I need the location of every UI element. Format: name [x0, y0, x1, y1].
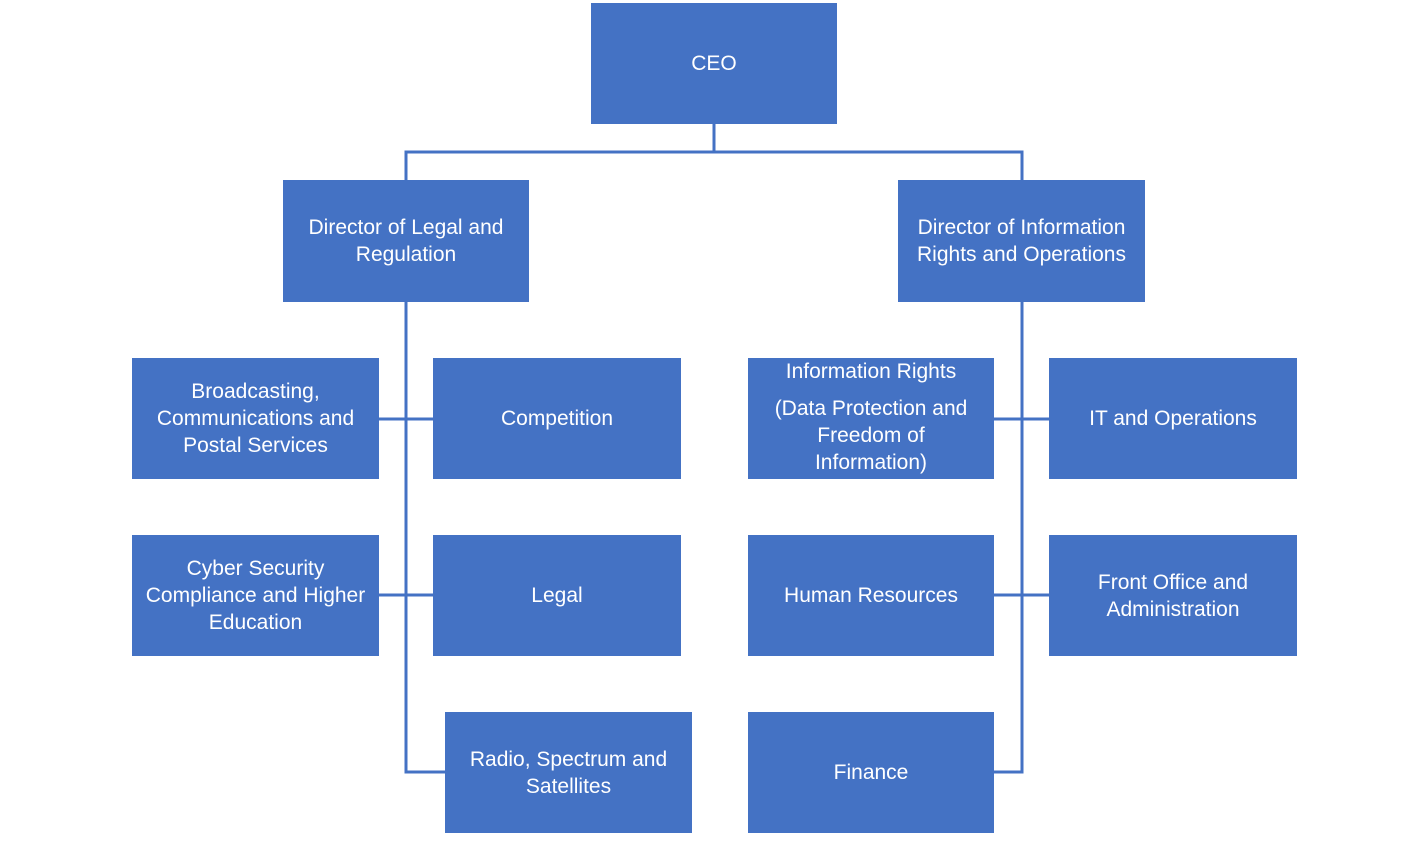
director-info-label: Director of Information Rights and Opera…	[917, 216, 1126, 266]
competition-box: Competition	[433, 358, 681, 479]
ceo-label: CEO	[691, 52, 737, 75]
human-resources-label: Human Resources	[784, 584, 958, 607]
it-operations-label: IT and Operations	[1089, 407, 1257, 430]
information-rights-box: Information Rights (Data Protection and …	[748, 358, 994, 479]
radio-spectrum-label: Radio, Spectrum and Satellites	[469, 747, 668, 798]
legal-box: Legal	[433, 535, 681, 656]
information-rights-title: Information Rights	[785, 360, 957, 383]
director-info-box: Director of Information Rights and Opera…	[898, 180, 1145, 302]
finance-label: Finance	[833, 761, 909, 784]
legal-label: Legal	[531, 584, 583, 607]
finance-box: Finance	[748, 712, 994, 833]
broadcasting-label: Broadcasting, Communications and Postal …	[156, 380, 355, 457]
broadcasting-box: Broadcasting, Communications and Postal …	[132, 358, 379, 479]
it-operations-box: IT and Operations	[1049, 358, 1297, 479]
cyber-security-label: Cyber Security Compliance and Higher Edu…	[145, 557, 366, 634]
competition-label: Competition	[500, 407, 614, 430]
radio-spectrum-box: Radio, Spectrum and Satellites	[445, 712, 692, 833]
front-office-box: Front Office and Administration	[1049, 535, 1297, 656]
ceo-box: CEO	[591, 3, 837, 124]
front-office-label: Front Office and Administration	[1097, 570, 1249, 621]
director-legal-box: Director of Legal and Regulation	[283, 180, 529, 302]
cyber-security-box: Cyber Security Compliance and Higher Edu…	[132, 535, 379, 656]
director-legal-label: Director of Legal and Regulation	[308, 216, 504, 266]
human-resources-box: Human Resources	[748, 535, 994, 656]
information-rights-detail: (Data Protection and Freedom of Informat…	[774, 397, 968, 474]
